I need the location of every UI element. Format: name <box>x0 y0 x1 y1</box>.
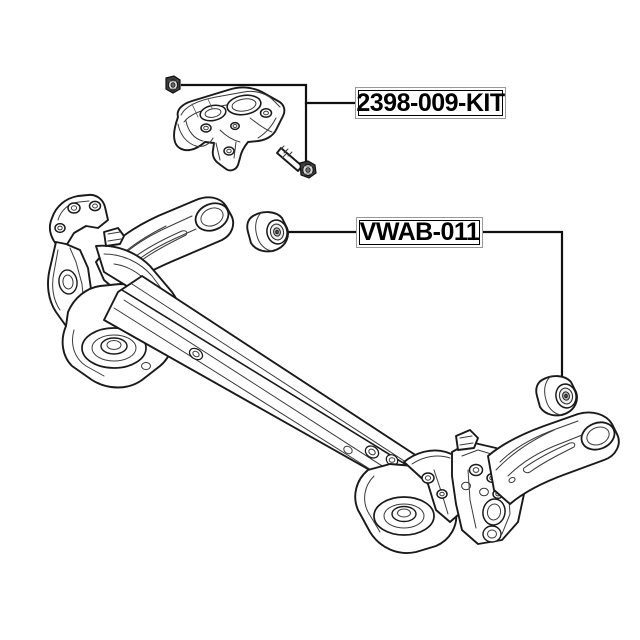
right-trailing-arm <box>487 411 620 505</box>
mounting-bracket-part <box>173 86 286 172</box>
part-label-bushing-frame: VWAB-011 <box>359 220 480 245</box>
long-bolt-part <box>276 145 317 179</box>
part-label-bushing-text: VWAB-011 <box>359 218 480 246</box>
leader-bushing-right-path <box>481 230 564 386</box>
leader-lines <box>180 83 564 386</box>
bushing-left-part <box>246 211 289 253</box>
part-label-kit-text: 2398-009-KIT <box>356 88 505 117</box>
part-label-bushing[interactable]: VWAB-011 <box>356 217 483 248</box>
hex-nut-part <box>165 75 181 94</box>
bushing-right-part <box>535 375 578 417</box>
axle-cross-beam <box>103 275 441 495</box>
axle-beam-assembly <box>47 193 620 554</box>
part-label-kit-frame: 2398-009-KIT <box>356 88 505 117</box>
leader-kit-path <box>180 83 308 173</box>
part-label-kit[interactable]: 2398-009-KIT <box>355 87 506 119</box>
